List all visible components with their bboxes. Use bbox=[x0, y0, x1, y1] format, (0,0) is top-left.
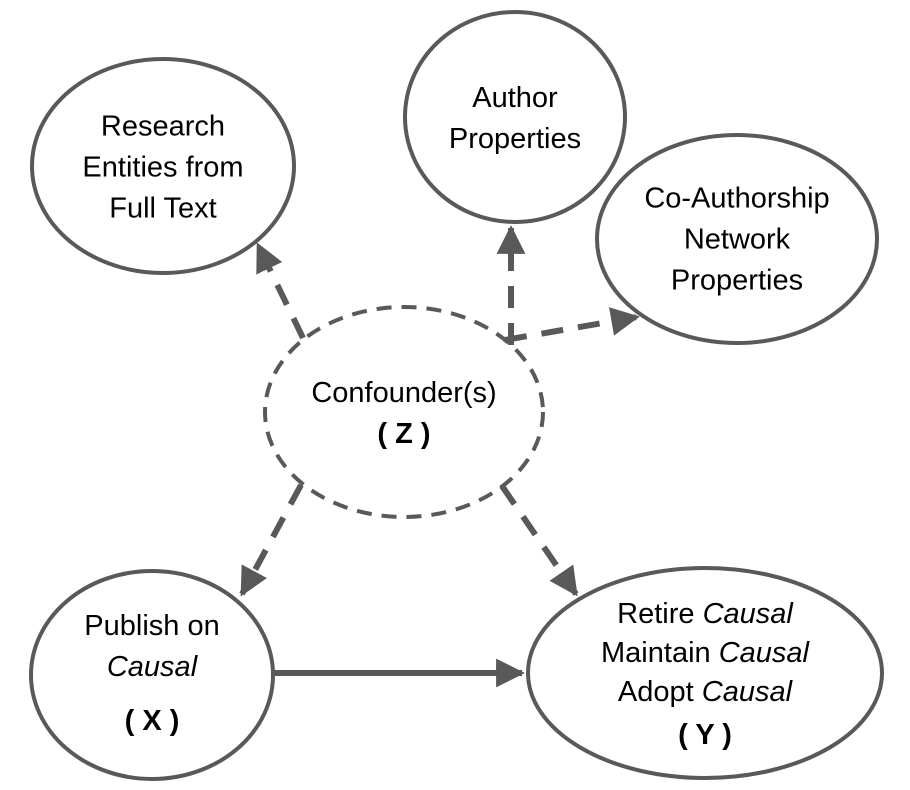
edge-confounder-to-outcome bbox=[499, 484, 579, 597]
ellipse-confounder bbox=[263, 305, 545, 519]
italic-term: Causal bbox=[718, 637, 809, 669]
node-label-line: Network bbox=[683, 223, 791, 256]
edge-confounder-to-coauthorship bbox=[504, 307, 640, 343]
outcome-action: Retire bbox=[617, 598, 703, 630]
node-author-properties: Author Properties bbox=[449, 78, 581, 160]
node-coauthorship-network: Co-Authorship Network Properties bbox=[644, 179, 829, 302]
outcome-action: Adopt bbox=[617, 676, 702, 708]
ellipse-research-entities bbox=[30, 57, 296, 275]
italic-term: Causal bbox=[106, 651, 198, 683]
node-label-line: Adopt Causal bbox=[601, 673, 809, 712]
node-confounder: Confounder(s) ( Z ) bbox=[311, 373, 496, 455]
node-label-line: Full Text bbox=[109, 192, 217, 225]
edge-confounder-to-research bbox=[255, 242, 306, 340]
edge-confounder-to-treatment bbox=[239, 483, 304, 597]
node-label-line: Retire Causal bbox=[601, 595, 809, 634]
node-label-line: Properties bbox=[670, 264, 804, 297]
outcome-action: Maintain bbox=[601, 637, 719, 669]
variable-symbol-y: ( Y ) bbox=[678, 719, 732, 751]
node-label-line: Co-Authorship bbox=[644, 182, 830, 215]
node-research-entities: Research Entities from Full Text bbox=[82, 107, 243, 230]
variable-symbol-z: ( Z ) bbox=[377, 418, 431, 450]
node-treatment-publish: Publish on Causal ( X ) bbox=[84, 606, 219, 742]
ellipse-outcome bbox=[526, 566, 884, 780]
node-label-line: Research bbox=[100, 110, 226, 143]
node-label-line: Properties bbox=[448, 123, 582, 155]
italic-term: Causal bbox=[702, 598, 793, 630]
italic-term: Causal bbox=[701, 676, 793, 708]
ellipse-coauthorship-network bbox=[595, 133, 879, 345]
node-label-line: Confounder(s) bbox=[311, 377, 497, 409]
node-label-line: Author bbox=[472, 82, 558, 114]
node-label-line: Maintain Causal bbox=[601, 634, 809, 673]
ellipse-author-properties bbox=[403, 10, 627, 224]
node-label-line: Entities from bbox=[82, 151, 244, 184]
node-outcome-retire-maintain-adopt: Retire Causal Maintain Causal Adopt Caus… bbox=[601, 595, 809, 755]
node-label-line: Causal bbox=[84, 647, 219, 688]
node-label-line: Publish on bbox=[84, 610, 220, 642]
variable-symbol-x: ( X ) bbox=[124, 705, 180, 737]
